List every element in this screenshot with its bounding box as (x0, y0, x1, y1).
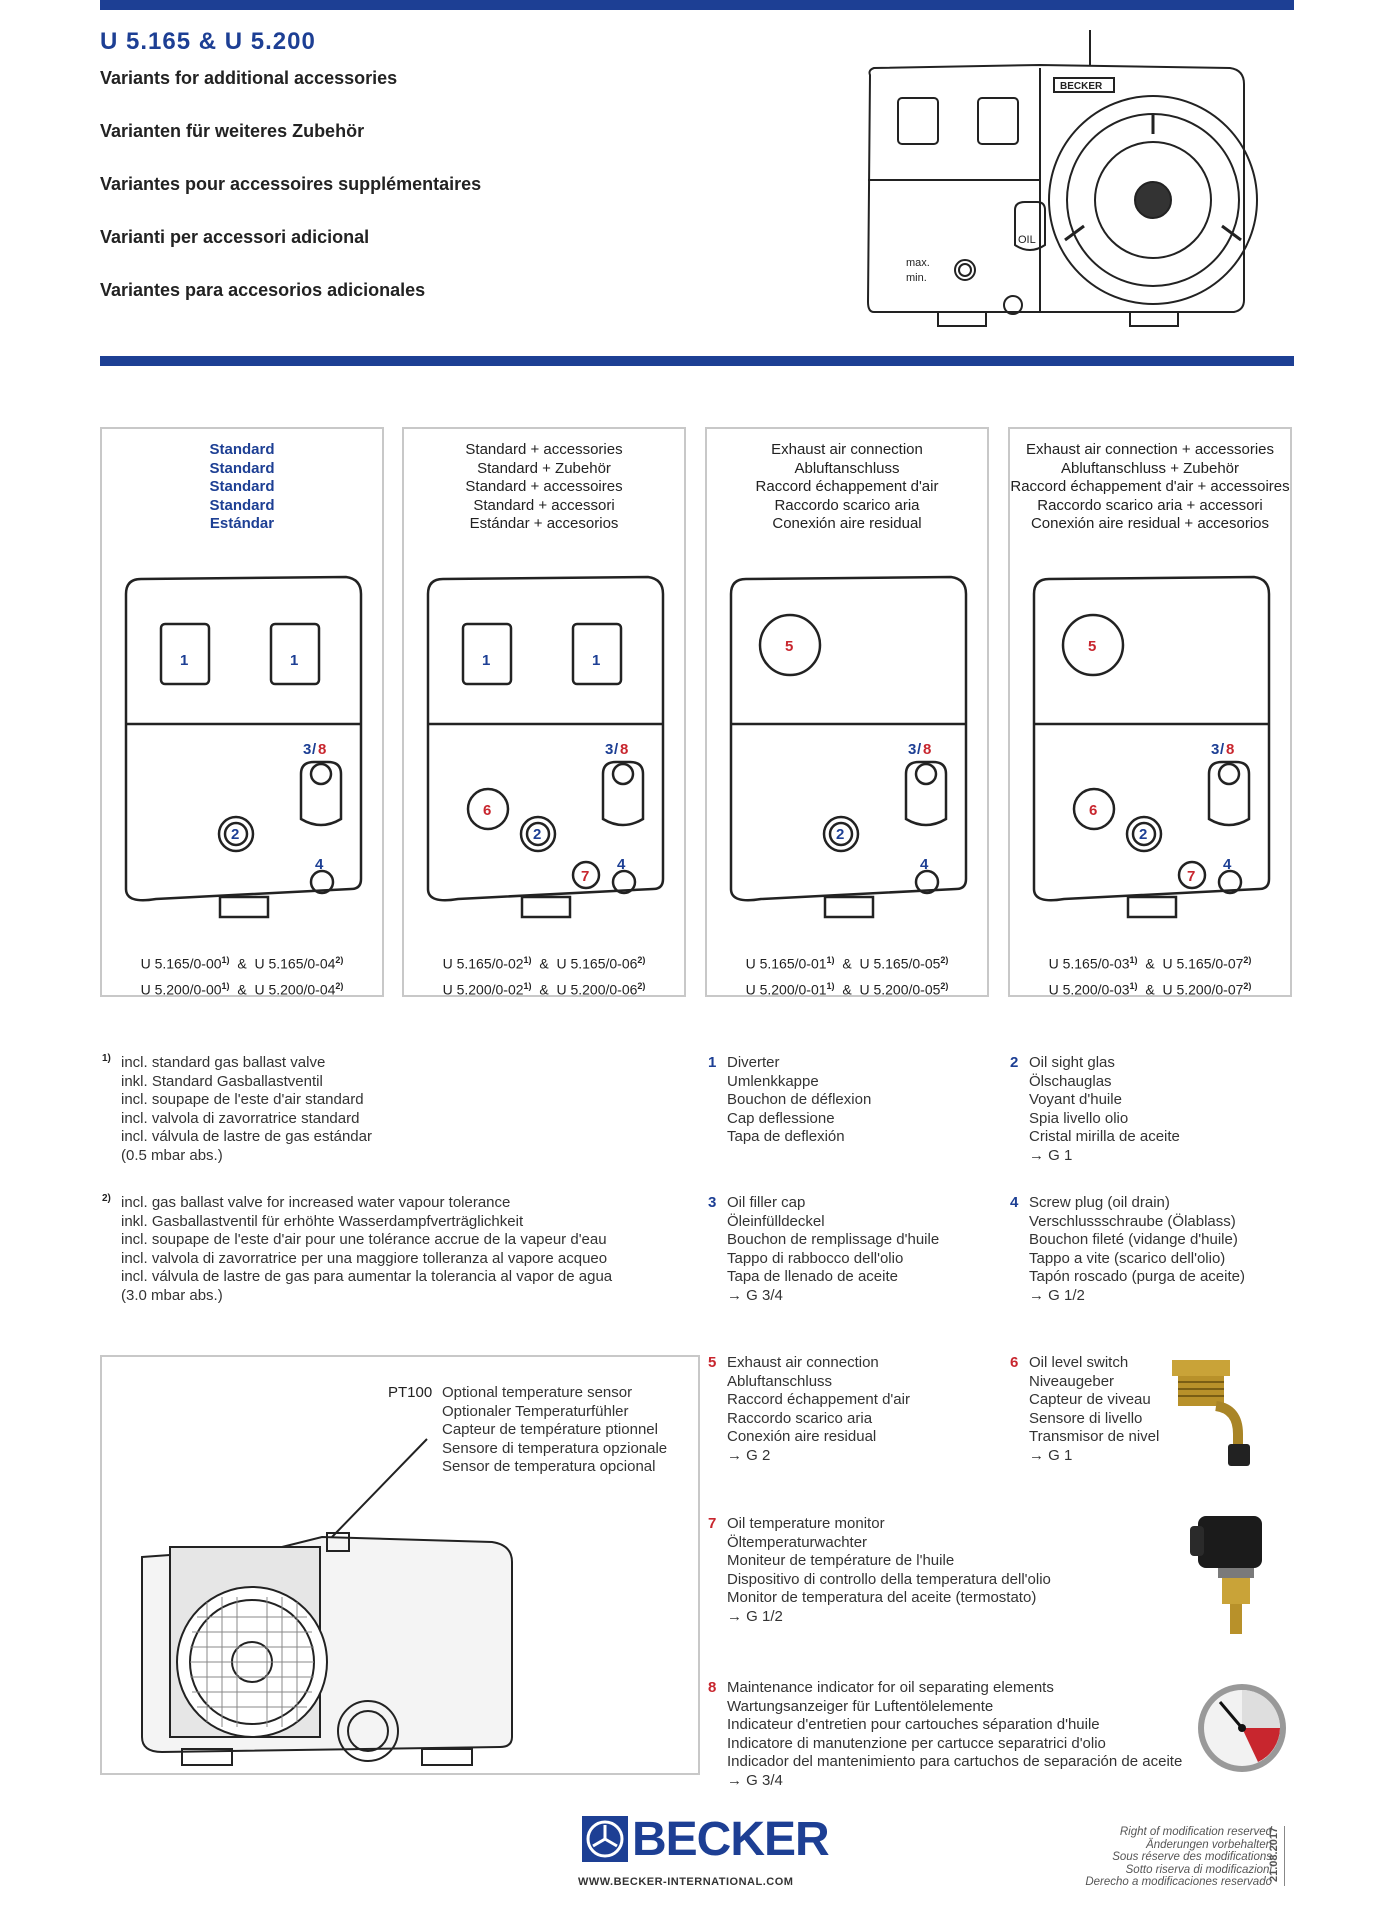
oil-level-switch-image (1172, 1360, 1250, 1466)
variant-diagram: 1 1 2 4 3 / 8 (124, 575, 363, 919)
svg-text:8: 8 (1226, 741, 1234, 758)
footnote-1-mark: 1) (102, 1053, 111, 1064)
svg-text:3: 3 (605, 741, 613, 758)
item-6-number: 6 (1010, 1354, 1019, 1371)
variant-standard-accessories: Standard + accessories Standard + Zubehö… (402, 427, 686, 997)
svg-text:/: / (1220, 741, 1225, 758)
callout-7: 7 (581, 868, 589, 885)
variant-models: U 5.165/0-031) & U 5.165/0-072) U 5.200/… (1048, 955, 1252, 998)
svg-text:1: 1 (592, 652, 600, 669)
callout-1: 1 (290, 652, 298, 669)
item-8: Maintenance indicator for oil separating… (727, 1679, 1183, 1789)
becker-logo-wordmark: BECKER (632, 1813, 830, 1866)
pump-brand-plate: BECKER (1060, 81, 1103, 92)
page-title: U 5.165 & U 5.200 (100, 28, 316, 55)
variant-exhaust-accessories: Exhaust air connection + accessories Abl… (1008, 427, 1292, 997)
svg-text:3: 3 (1211, 741, 1219, 758)
svg-text:8: 8 (620, 741, 628, 758)
svg-text:3: 3 (908, 741, 916, 758)
callout-6: 6 (483, 802, 491, 819)
footnote-2: incl. gas ballast valve for increased wa… (121, 1194, 613, 1304)
motor-front-drawing (141, 1438, 513, 1766)
variant-models: U 5.165/0-001) & U 5.165/0-042) U 5.200/… (140, 955, 344, 998)
callout-1: 1 (180, 652, 188, 669)
callout-2: 2 (231, 826, 239, 843)
item-4: Screw plug (oil drain)Verschlussschraube… (1029, 1194, 1245, 1304)
callout-3: 3 (303, 741, 311, 758)
item-7-number: 7 (708, 1515, 717, 1532)
variant-heading: Standard + accessories Standard + Zubehö… (465, 441, 623, 533)
item-1-number: 1 (708, 1054, 717, 1071)
svg-text:4: 4 (617, 856, 626, 873)
callout-8: 8 (318, 741, 326, 758)
variant-heading: Exhaust air connection + accessories Abl… (1010, 441, 1290, 533)
svg-text:6: 6 (1089, 802, 1097, 819)
max-label: max. (906, 257, 930, 269)
subtitle-fr: Variantes pour accessoires supplémentair… (100, 174, 482, 194)
oil-label: OIL (1018, 234, 1036, 246)
variant-heading: Standard Standard Standard Standard Está… (209, 441, 275, 533)
svg-text:/: / (917, 741, 922, 758)
document-date: 21.08.2017 (1268, 1826, 1280, 1882)
svg-text:5: 5 (1088, 638, 1096, 655)
svg-text:8: 8 (923, 741, 931, 758)
callout-slash: / (312, 741, 317, 758)
variant-diagram: 1 1 2 4 3 / 8 6 7 (426, 575, 665, 919)
svg-text:1: 1 (482, 652, 490, 669)
item-5-number: 5 (708, 1354, 717, 1371)
variant-exhaust: Exhaust air connection Abluftanschluss R… (705, 427, 989, 997)
subtitle-it: Varianti per accessori adicional (100, 227, 370, 247)
variant-models: U 5.165/0-011) & U 5.165/0-052) U 5.200/… (745, 955, 949, 998)
variant-diagram: 5 2 4 3 / 8 6 7 (1032, 575, 1271, 919)
callout-5: 5 (785, 638, 793, 655)
min-label: min. (906, 272, 927, 284)
item-3-number: 3 (708, 1194, 717, 1211)
footer-divider (1284, 1826, 1285, 1886)
svg-text:/: / (614, 741, 619, 758)
svg-text:7: 7 (1187, 868, 1195, 885)
svg-text:2: 2 (1139, 826, 1147, 843)
svg-text:2: 2 (836, 826, 844, 843)
svg-text:2: 2 (533, 826, 541, 843)
variant-diagram: 5 2 4 3 / 8 (729, 575, 968, 919)
top-rule (100, 0, 1294, 10)
footnote-1: incl. standard gas ballast valve inkl. S… (121, 1054, 372, 1164)
becker-logo-icon (582, 1816, 628, 1862)
subtitle-de: Varianten für weiteres Zubehör (100, 121, 365, 141)
svg-text:4: 4 (1223, 856, 1232, 873)
variant-standard: Standard Standard Standard Standard Está… (100, 427, 384, 997)
oil-temperature-monitor-image (1190, 1516, 1262, 1634)
subtitle-en: Variants for additional accessories (100, 68, 398, 88)
pump-overview-drawing: BECKER OIL max. min. (866, 30, 1258, 327)
modification-notice: Right of modification reserved Änderunge… (1085, 1826, 1272, 1888)
maintenance-indicator-gauge-image (1198, 1684, 1286, 1772)
subtitle-es: Variantes para accesorios adicionales (100, 280, 426, 300)
header-rule (100, 356, 1294, 366)
item-8-number: 8 (708, 1679, 717, 1696)
variant-heading: Exhaust air connection Abluftanschluss R… (755, 441, 939, 533)
website-url: WWW.BECKER-INTERNATIONAL.COM (578, 1876, 794, 1888)
callout-4: 4 (315, 856, 324, 873)
item-2-number: 2 (1010, 1054, 1019, 1071)
pt100-code: PT100 (388, 1384, 433, 1401)
svg-text:4: 4 (920, 856, 929, 873)
item-4-number: 4 (1010, 1194, 1019, 1211)
variant-models: U 5.165/0-021) & U 5.165/0-062) U 5.200/… (442, 955, 646, 998)
footnote-2-mark: 2) (102, 1193, 111, 1204)
